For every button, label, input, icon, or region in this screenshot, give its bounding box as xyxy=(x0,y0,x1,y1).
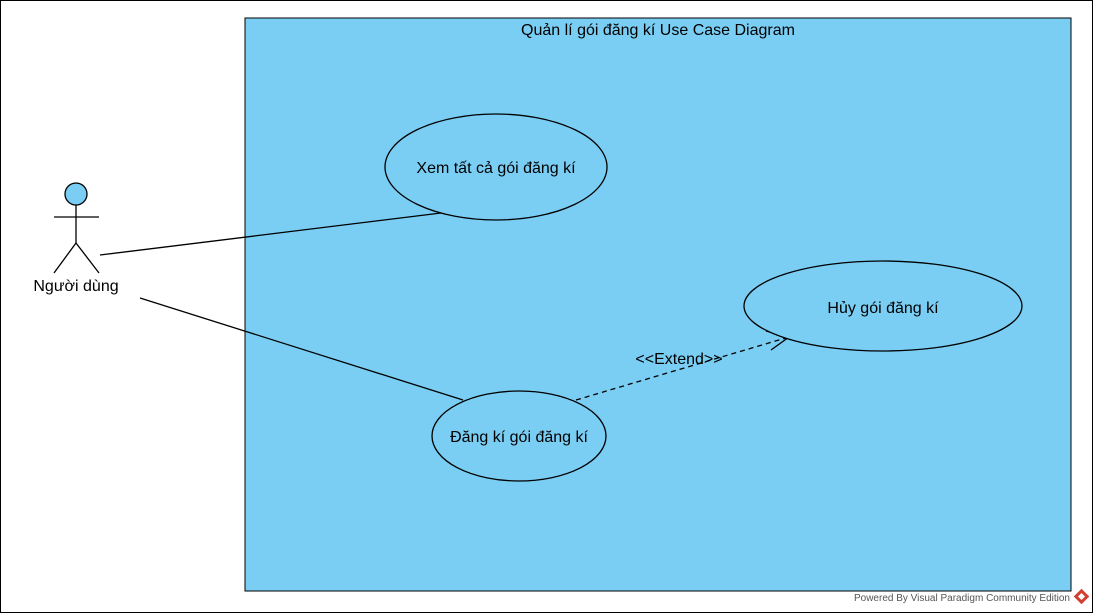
extend-dashed-line xyxy=(575,336,790,401)
system-title: Quản lí gói đăng kí Use Case Diagram xyxy=(521,22,795,39)
association-register xyxy=(139,297,464,401)
actor-head xyxy=(64,182,88,206)
usecase-view-all[interactable]: Xem tất cả gói đăng kí xyxy=(384,113,608,221)
visual-paradigm-logo-icon xyxy=(1073,588,1090,605)
usecase-register[interactable]: Đăng kí gói đăng kí xyxy=(431,390,607,482)
usecase-cancel-label: Hủy gói đăng kí xyxy=(827,300,939,317)
actor-left-leg xyxy=(53,242,77,274)
actor-nguoi-dung[interactable]: Người dùng xyxy=(33,182,119,295)
extend-label: <<Extend>> xyxy=(635,351,722,368)
usecase-cancel-shape xyxy=(743,260,1023,352)
actor-name: Người dùng xyxy=(33,278,118,295)
footer-credit: Powered By Visual Paradigm Community Edi… xyxy=(854,593,1070,604)
association-view-all xyxy=(99,212,442,256)
usecase-register-shape xyxy=(431,390,607,482)
usecase-cancel[interactable]: Hủy gói đăng kí xyxy=(743,260,1023,352)
usecase-view-all-label: Xem tất cả gói đăng kí xyxy=(416,160,576,177)
usecase-view-all-shape xyxy=(384,113,608,221)
usecase-register-label: Đăng kí gói đăng kí xyxy=(450,429,588,446)
actor-right-leg xyxy=(75,242,100,274)
